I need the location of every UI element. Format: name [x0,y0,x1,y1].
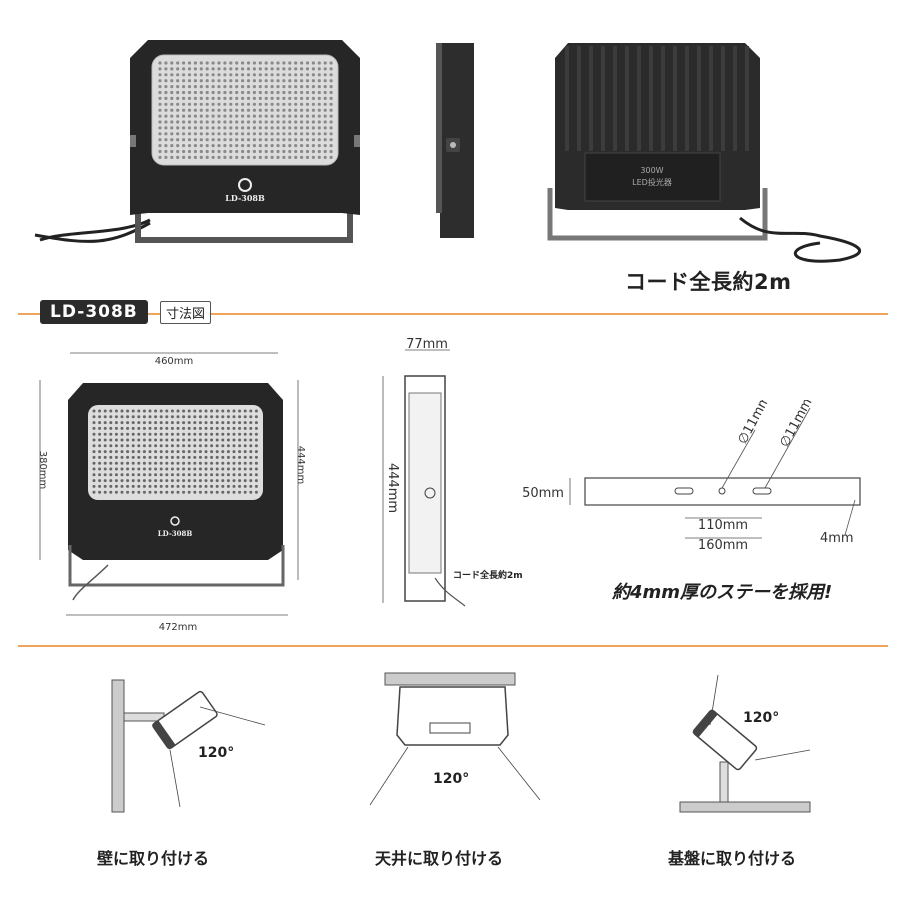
bracket-dim-height: 50mm [522,486,564,501]
ceiling-angle: 120° [433,771,469,787]
side-view-photo [432,38,482,248]
side-dimension-drawing: 77mm 444mm コード全長約2m [375,338,535,613]
bracket-hole-b: ∅11mm [777,400,815,450]
led-array [158,61,333,159]
base-angle: 120° [743,710,779,726]
side-cord-note: コード全長約2m [453,569,523,581]
dim-right-height: 444mm [295,446,306,485]
wall-mount-diagram: 120° [100,675,290,820]
bracket-hole-a: ∅11mm [735,400,773,447]
front-view-photo: LD-308B [30,35,380,255]
wall-angle: 120° [198,745,234,761]
back-view-photo: 300W LED投光器 [540,38,885,268]
dimension-label: 寸法図 [160,301,212,324]
dim-left-height: 380mm [37,451,48,490]
front-logo-text: LD-308B [225,193,265,203]
base-mount-diagram: 120° [670,670,820,815]
cord-length-caption: コード全長約2m [625,270,792,294]
ceiling-mount-label: 天井に取り付ける [375,849,504,868]
ceiling-mount-diagram: 120° [360,665,550,810]
dim-top-width: 460mm [155,356,194,367]
section-divider [18,313,888,315]
dim-depth: 77mm [406,338,448,352]
bracket-inner-dim: 110mm [698,518,748,533]
back-label-line2: LED投光器 [632,177,672,187]
bracket-thickness: 4mm [820,531,854,546]
dim-side-height: 444mm [385,463,400,513]
bracket-outer-dim: 160mm [698,538,748,553]
drawing-logo-text: LD-308B [158,529,193,538]
front-dimension-drawing: 460mm 380mm 444mm LD-308B 472mm [28,345,328,640]
bracket-dimension-drawing: 50mm ∅11mm ∅11mm 110mm 160mm 4mm [515,400,900,560]
heat-sink-fins [565,46,749,151]
stay-caption: 約4mm厚のステーを採用! [612,582,833,603]
back-label-line1: 300W [640,166,663,175]
base-mount-label: 基盤に取り付ける [668,849,797,868]
section-divider-2 [18,645,888,647]
dim-bottom-width: 472mm [159,622,198,633]
wall-mount-label: 壁に取り付ける [97,849,210,868]
model-badge: LD-308B [40,300,148,324]
